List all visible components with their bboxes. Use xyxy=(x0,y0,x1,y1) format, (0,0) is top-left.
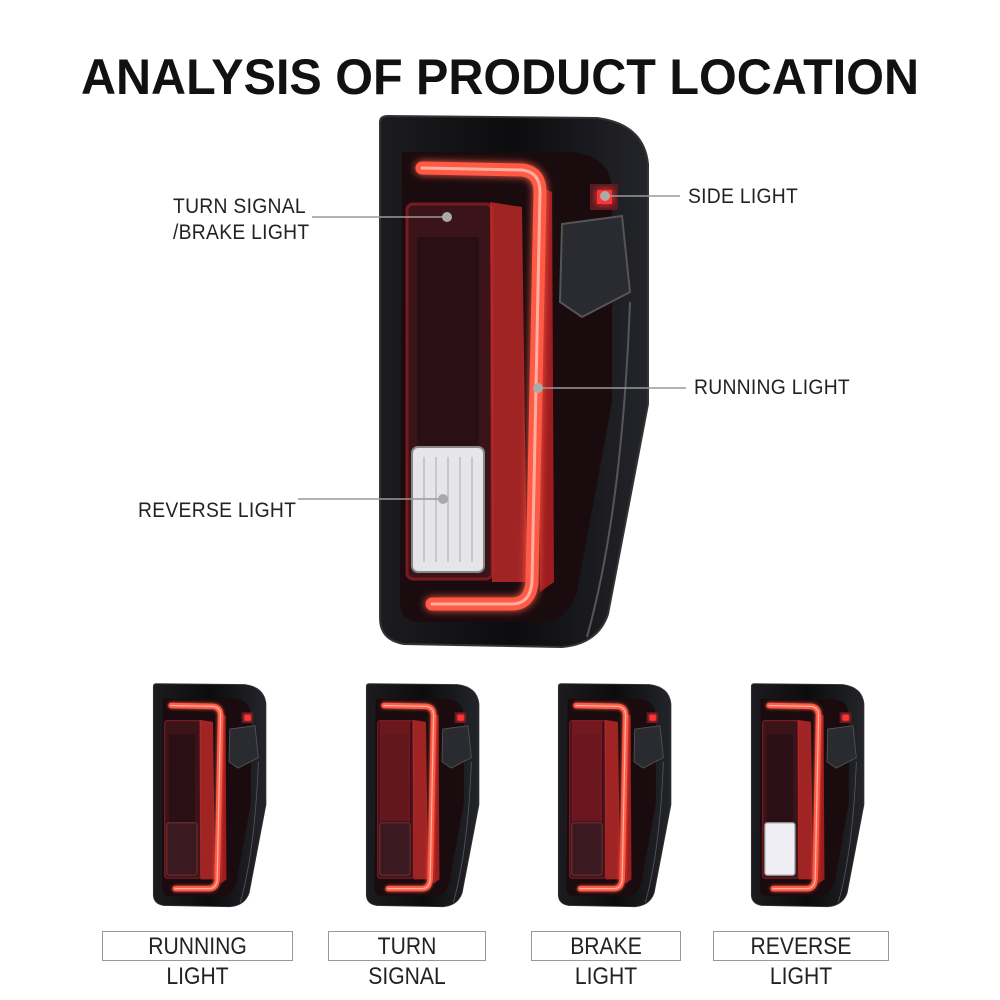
mode-thumbnail-brake xyxy=(558,684,671,907)
callout-turn-brake-label: TURN SIGNAL /BRAKE LIGHT xyxy=(173,194,309,246)
callout-running-label: RUNNING LIGHT xyxy=(694,376,851,399)
callout-turn-brake-line2: /BRAKE LIGHT xyxy=(173,221,310,244)
mode-label-running: RUNNING LIGHT xyxy=(102,931,293,990)
mode-label-reverse: REVERSE LIGHT xyxy=(713,931,889,990)
callout-turn-brake-pointer xyxy=(312,212,452,222)
callout-running-pointer xyxy=(533,383,686,393)
callout-turn-brake-line1: TURN SIGNAL xyxy=(173,195,306,218)
callout-reverse-pointer xyxy=(298,494,448,504)
mode-label-turn: TURN SIGNAL xyxy=(328,931,486,990)
main-tail-light xyxy=(380,116,648,647)
mode-thumbnail-running xyxy=(153,684,266,907)
mode-thumbnail-turn xyxy=(366,684,479,907)
page-title: ANALYSIS OF PRODUCT LOCATION xyxy=(80,49,919,105)
callout-side-label: SIDE LIGHT xyxy=(688,185,799,208)
callout-side-pointer xyxy=(600,191,680,201)
callout-reverse-label: REVERSE LIGHT xyxy=(138,499,297,522)
mode-thumbnail-reverse xyxy=(751,684,864,907)
mode-label-brake: BRAKE LIGHT xyxy=(531,931,681,990)
